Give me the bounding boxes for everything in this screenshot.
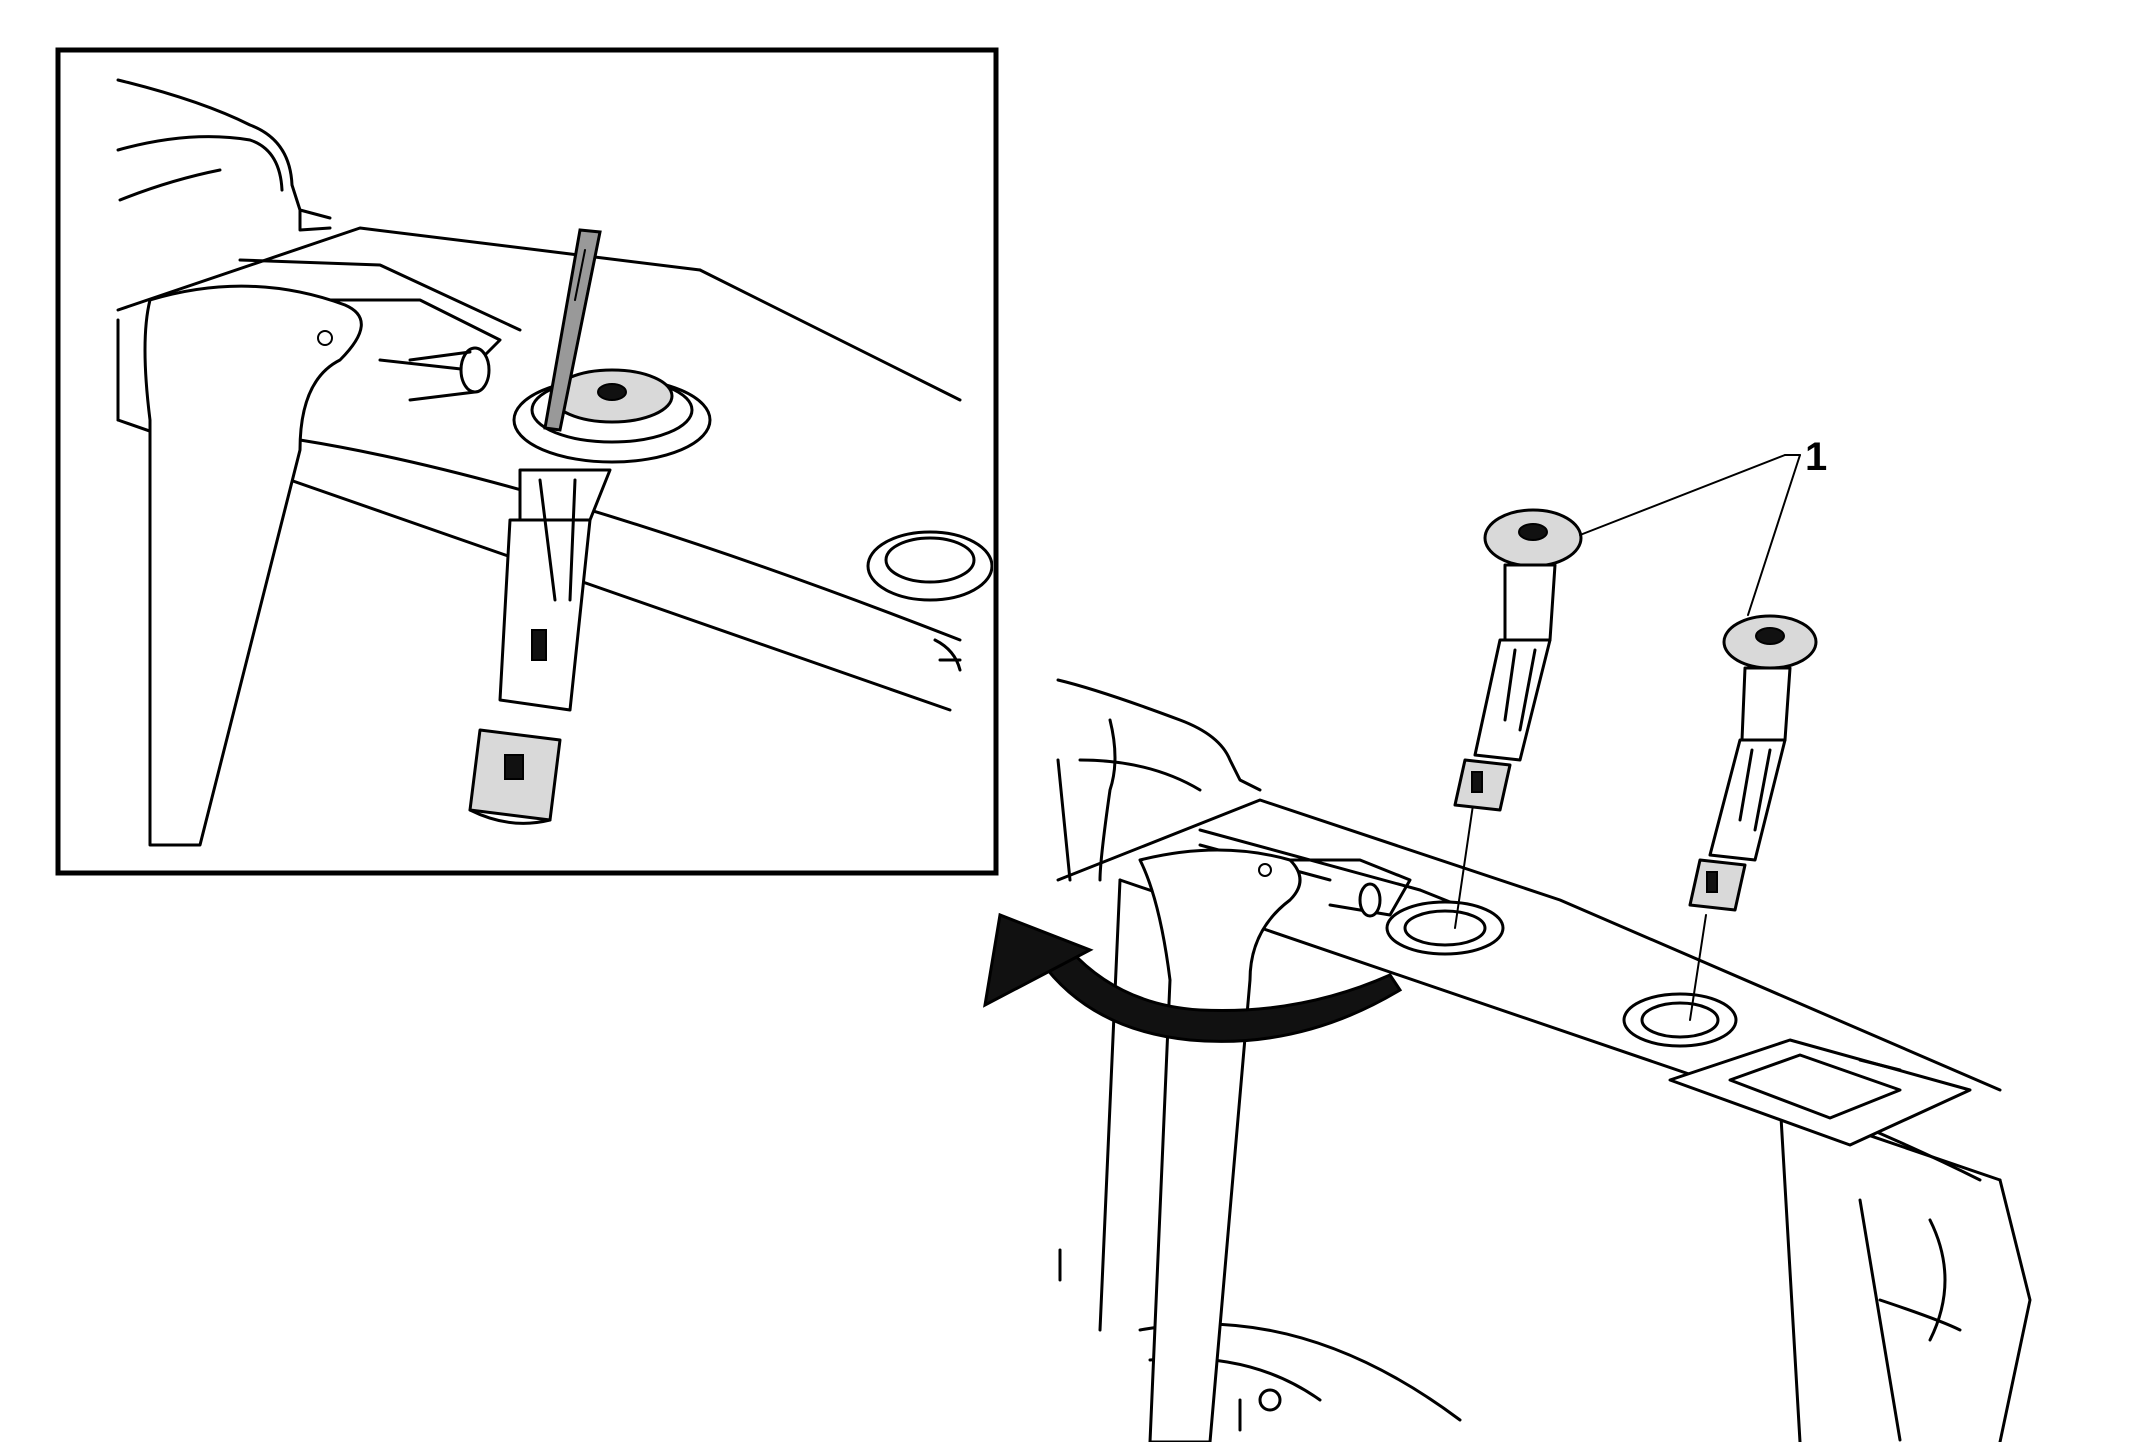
console-cushion: [1056, 678, 1262, 882]
tether-strap: [1138, 848, 1302, 1442]
grommet-right: [1622, 992, 1738, 1048]
inset-panel-body: [116, 258, 962, 847]
callout-label: 1: [1805, 435, 1827, 479]
callout-leaders: [1579, 454, 1801, 616]
install-lines: [1454, 804, 1707, 1021]
inset-grommet-2: [866, 530, 993, 672]
grommet-left: [1385, 900, 1505, 956]
push-pin-retainer-icon-2: [1688, 614, 1818, 912]
curved-arrow-icon: [983, 912, 1403, 1043]
screwdriver-icon: [543, 228, 602, 432]
detail-inset: [55, 47, 999, 876]
main-view: 1: [1056, 435, 2032, 1442]
square-bezel: [1668, 1038, 1972, 1147]
push-pin-retainer-icon: [1453, 508, 1583, 812]
inset-retainer-pin: [468, 468, 612, 825]
slot-rod: [1288, 858, 1412, 918]
